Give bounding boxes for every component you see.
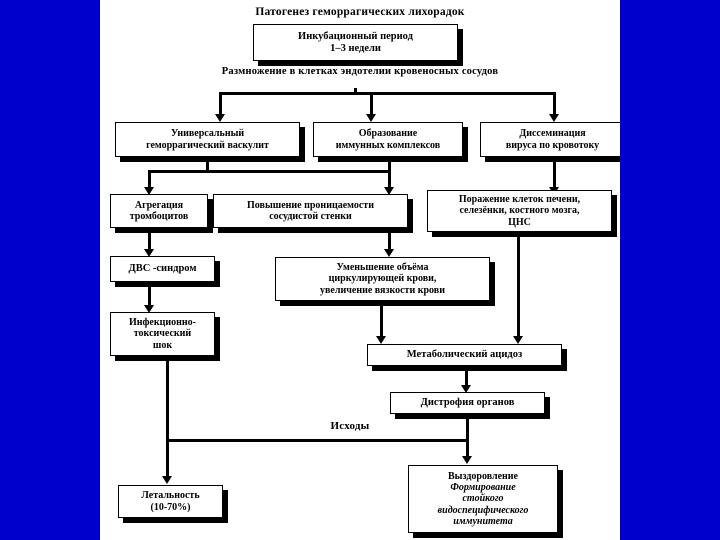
- node-metabolic-acidosis-label: Метаболический ацидоз: [406, 349, 523, 361]
- diagram-title: Патогенез геморрагических лихорадок: [255, 6, 465, 18]
- node-recovery-title: Выздоровление: [448, 470, 518, 482]
- diagram-canvas: Патогенез геморрагических лихорадок Инку…: [100, 0, 620, 540]
- node-organ-cell-damage-label: Поражение клеток печени, селезёнки, кост…: [458, 193, 581, 228]
- node-universal-hemorrhagic-vasculitis-label: Универсальный геморрагический васкулит: [146, 128, 269, 151]
- node-metabolic-acidosis[interactable]: Метаболический ацидоз: [367, 344, 562, 366]
- connector-row3-branch-mid: [370, 92, 373, 116]
- node-lethality[interactable]: Летальность (10-70%): [118, 485, 223, 518]
- arrowhead-to-organ-dystrophy: [461, 385, 471, 393]
- node-incubation-period[interactable]: Инкубационный период 1–3 недели: [253, 24, 458, 61]
- node-platelet-aggregation-label: Агрегация тромбоцитов: [129, 199, 189, 222]
- node-dic-syndrome-label: ДВС -синдром: [128, 263, 197, 275]
- node-virus-dissemination-label: Диссеминация вируса по кровотоку: [505, 128, 600, 151]
- connector-dystrophy-down: [466, 414, 469, 442]
- arrowhead-to-vessel-permeability: [384, 187, 394, 195]
- connector-dissemination-down: [553, 157, 556, 189]
- connector-recovery-branch: [466, 439, 469, 459]
- node-organ-cell-damage[interactable]: Поражение клеток печени, селезёнки, кост…: [427, 190, 612, 232]
- arrowhead-to-recovery: [462, 456, 472, 464]
- node-recovery[interactable]: Выздоровление Формирование стойкого видо…: [408, 465, 558, 533]
- node-infectious-toxic-shock[interactable]: Инфекционно- токсический шок: [110, 312, 215, 356]
- connector-acidosis-down: [465, 366, 468, 388]
- arrowhead-to-dic: [144, 249, 154, 257]
- node-blood-volume-decrease-label: Уменьшение объёма циркулирующей крови, у…: [320, 261, 445, 296]
- arrowhead-to-immune-complexes: [366, 114, 376, 122]
- connector-row4-branch-left: [148, 170, 151, 189]
- endothelium-replication-label: Размножение в клетках эндотелии кровенос…: [221, 66, 499, 77]
- arrowhead-to-acidosis-left: [376, 336, 386, 344]
- arrowhead-to-vasculitis: [215, 114, 225, 122]
- node-vascular-permeability-increase[interactable]: Повышение проницаемости сосудистой стенк…: [213, 194, 408, 228]
- arrowhead-to-acidosis-right: [513, 336, 523, 344]
- node-lethality-label: Летальность (10-70%): [141, 490, 200, 513]
- arrowhead-to-toxic-shock: [144, 305, 154, 313]
- node-blood-volume-decrease[interactable]: Уменьшение объёма циркулирующей крови, у…: [275, 257, 490, 301]
- arrowhead-to-lethality: [162, 476, 172, 484]
- arrowhead-to-platelet-aggregation: [144, 187, 154, 195]
- node-virus-dissemination[interactable]: Диссеминация вируса по кровотоку: [480, 122, 620, 157]
- connector-immune-down: [388, 157, 391, 172]
- node-infectious-toxic-shock-label: Инфекционно- токсический шок: [128, 316, 197, 351]
- connector-row4-branch-mid: [388, 170, 391, 189]
- node-immune-complex-formation[interactable]: Образование иммунных комплексов: [313, 122, 463, 157]
- outcomes-label: Исходы: [330, 420, 370, 432]
- connector-permeability-down: [388, 228, 391, 252]
- node-vascular-permeability-increase-label: Повышение проницаемости сосудистой стенк…: [247, 199, 374, 222]
- node-dic-syndrome[interactable]: ДВС -синдром: [110, 256, 215, 282]
- connector-row3-bus: [220, 92, 556, 95]
- connector-row3-branch-right: [553, 92, 556, 116]
- connector-row3-branch-left: [219, 92, 222, 116]
- connector-endothelium-stem: [354, 88, 357, 94]
- node-immune-complex-formation-label: Образование иммунных комплексов: [335, 128, 441, 151]
- connector-outcomes-bus: [166, 439, 469, 442]
- connector-row4-bus: [148, 170, 391, 173]
- node-universal-hemorrhagic-vasculitis[interactable]: Универсальный геморрагический васкулит: [115, 122, 300, 157]
- connector-shock-down: [166, 356, 169, 439]
- connector-platelet-down: [148, 228, 151, 252]
- node-organ-dystrophy[interactable]: Дистрофия органов: [390, 392, 545, 414]
- connector-blood-volume-down: [380, 301, 383, 339]
- node-organ-dystrophy-label: Дистрофия органов: [420, 397, 515, 409]
- node-incubation-period-label: Инкубационный период 1–3 недели: [298, 30, 413, 54]
- connector-lethality-branch: [166, 439, 169, 479]
- arrowhead-to-blood-volume: [384, 249, 394, 257]
- connector-vasculitis-down: [206, 157, 209, 172]
- arrowhead-to-dissemination: [549, 114, 559, 122]
- node-recovery-body: Формирование стойкого видоспецифического…: [437, 481, 529, 528]
- node-platelet-aggregation[interactable]: Агрегация тромбоцитов: [110, 194, 208, 228]
- connector-dic-down: [148, 282, 151, 308]
- connector-organ-damage-down: [517, 232, 520, 339]
